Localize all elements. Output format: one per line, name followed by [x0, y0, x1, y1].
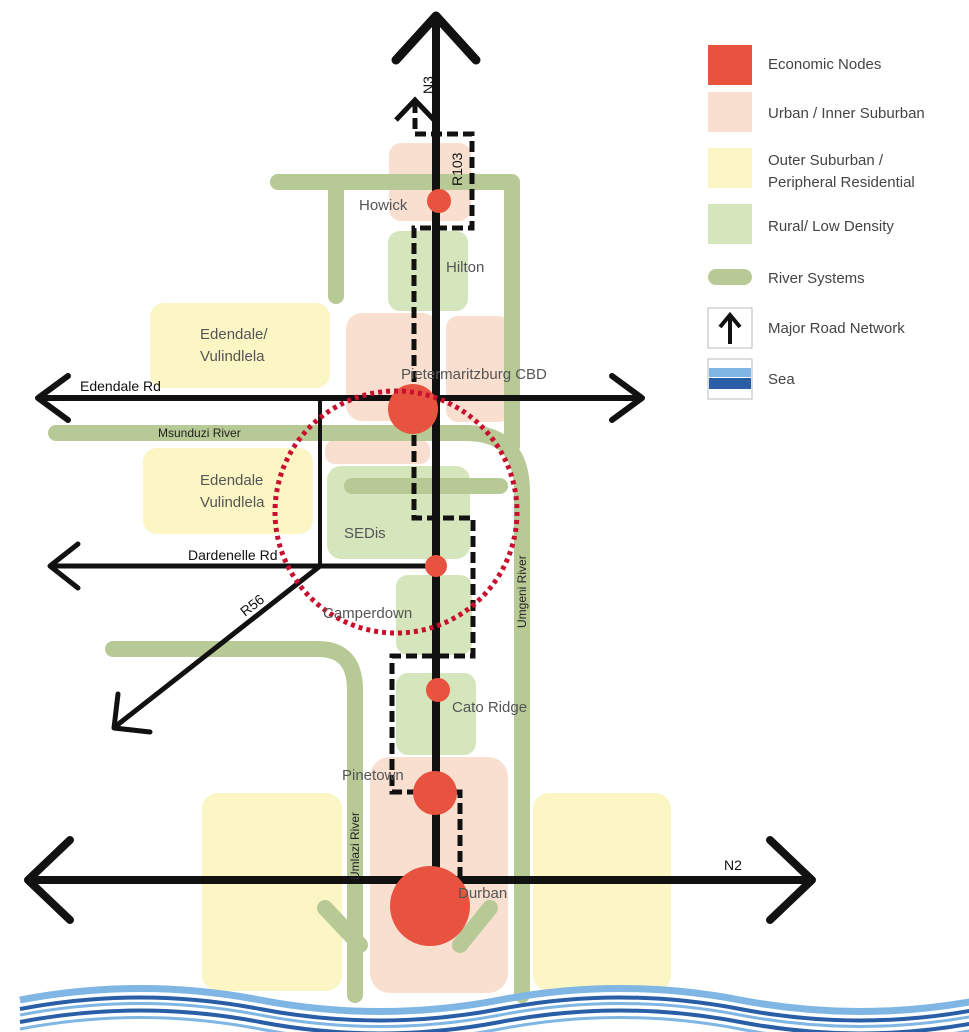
- label-umlazi-river: Umlazi River: [348, 812, 362, 880]
- label-cato-ridge: Cato Ridge: [452, 699, 527, 716]
- label-howick: Howick: [359, 197, 408, 214]
- road-dardenelle-arrow-west: [47, 541, 81, 591]
- sea-wave-3: [19, 1002, 969, 1028]
- node-howick: [427, 189, 451, 213]
- study-area-circle: [272, 388, 520, 636]
- label-edendale-rd: Edendale Rd: [80, 378, 161, 394]
- legend-label-urban: Urban / Inner Suburban: [768, 105, 925, 122]
- economic-nodes: [388, 189, 470, 946]
- label-n2: N2: [724, 857, 742, 873]
- legend-swatch-sea-light: [709, 368, 751, 377]
- legend-swatch-economic-nodes: [708, 45, 752, 85]
- node-durban: [390, 866, 470, 946]
- label-r56: R56: [237, 591, 267, 620]
- river-mouth-right: [452, 900, 498, 953]
- legend-label-river: River Systems: [768, 270, 865, 287]
- arrow-up-icon: [718, 311, 742, 344]
- legend-item-sea: Sea: [707, 358, 795, 400]
- label-pmb-cbd: Pietermaritzburg CBD: [401, 366, 547, 383]
- node-pinetown: [413, 771, 457, 815]
- legend-label-road: Major Road Network: [768, 320, 905, 337]
- label-edendale-mid-1: Edendale: [200, 472, 263, 489]
- label-hilton: Hilton: [446, 259, 484, 276]
- river-howick-loop: [270, 174, 520, 454]
- legend-label-outer-suburban-1: Outer Suburban /: [768, 152, 884, 169]
- label-camperdown: Camperdown: [323, 605, 412, 622]
- river-systems: [48, 174, 530, 1003]
- label-edendale-top-1: Edendale/: [200, 326, 268, 343]
- label-r103: R103: [449, 152, 465, 186]
- label-pinetown: Pinetown: [342, 767, 404, 784]
- label-edendale-mid-2: Vulindlela: [200, 494, 265, 511]
- river-mouth-left: [317, 900, 368, 953]
- zone-outer-southeast: [533, 793, 671, 991]
- legend-item-rural: Rural/ Low Density: [708, 204, 894, 244]
- legend-swatch-rural: [708, 204, 752, 244]
- legend-label-economic-nodes: Economic Nodes: [768, 56, 881, 73]
- legend-item-economic-nodes: Economic Nodes: [708, 45, 881, 85]
- sea-wave-5: [19, 1016, 969, 1032]
- zone-hilton-rural: [388, 231, 468, 311]
- road-edendale-arrow-west: [35, 373, 71, 423]
- legend-swatch-urban: [708, 92, 752, 132]
- label-n3: N3: [420, 76, 436, 94]
- river-labels: Msunduzi River Umgeni River Umlazi River: [158, 426, 529, 880]
- label-durban: Durban: [458, 885, 507, 902]
- legend-label-sea: Sea: [768, 371, 795, 388]
- legend-label-outer-suburban-2: Peripheral Residential: [768, 174, 915, 191]
- legend-swatch-sea-dark: [709, 378, 751, 389]
- node-camperdown: [425, 555, 447, 577]
- road-edendale-arrow-east: [609, 373, 645, 423]
- label-umgeni-river: Umgeni River: [515, 555, 529, 628]
- road-r56-line: [113, 563, 323, 729]
- label-edendale-top-2: Vulindlela: [200, 348, 265, 365]
- legend-swatch-outer-suburban: [708, 148, 752, 188]
- river-msunduzi: [48, 425, 530, 1003]
- road-r56-arrow: [111, 691, 153, 735]
- place-labels: Howick Hilton Edendale/ Vulindlela Piete…: [200, 197, 547, 902]
- zone-edendale-top: [150, 303, 330, 388]
- zone-edendale-mid: [143, 448, 313, 534]
- label-sedis: SEDis: [344, 525, 386, 542]
- dashed-routes: [389, 96, 476, 890]
- road-n3-arrow: [391, 11, 481, 65]
- legend-item-river: River Systems: [708, 269, 865, 287]
- legend-item-urban: Urban / Inner Suburban: [708, 92, 925, 132]
- dashed-r103-arrow: [394, 96, 436, 122]
- river-umlazi: [105, 641, 363, 1003]
- legend-item-outer-suburban: Outer Suburban / Peripheral Residential: [708, 148, 915, 191]
- legend-label-rural: Rural/ Low Density: [768, 218, 894, 235]
- sea: [19, 985, 969, 1032]
- node-cato-ridge: [426, 678, 450, 702]
- road-n2-arrow-east: [766, 836, 816, 924]
- road-n2-arrow-west: [24, 836, 74, 924]
- legend-item-road: Major Road Network: [707, 307, 905, 349]
- label-dardenelle-rd: Dardenelle Rd: [188, 547, 278, 563]
- label-msunduzi-river: Msunduzi River: [158, 426, 241, 440]
- legend: Economic Nodes Urban / Inner Suburban Ou…: [707, 45, 925, 400]
- sea-wave-1: [19, 985, 969, 1015]
- sea-wave-2: [19, 995, 969, 1023]
- dashed-route-r103: [389, 102, 476, 890]
- zone-pmb-urban-south: [325, 440, 430, 464]
- zone-outer-southwest: [202, 793, 342, 991]
